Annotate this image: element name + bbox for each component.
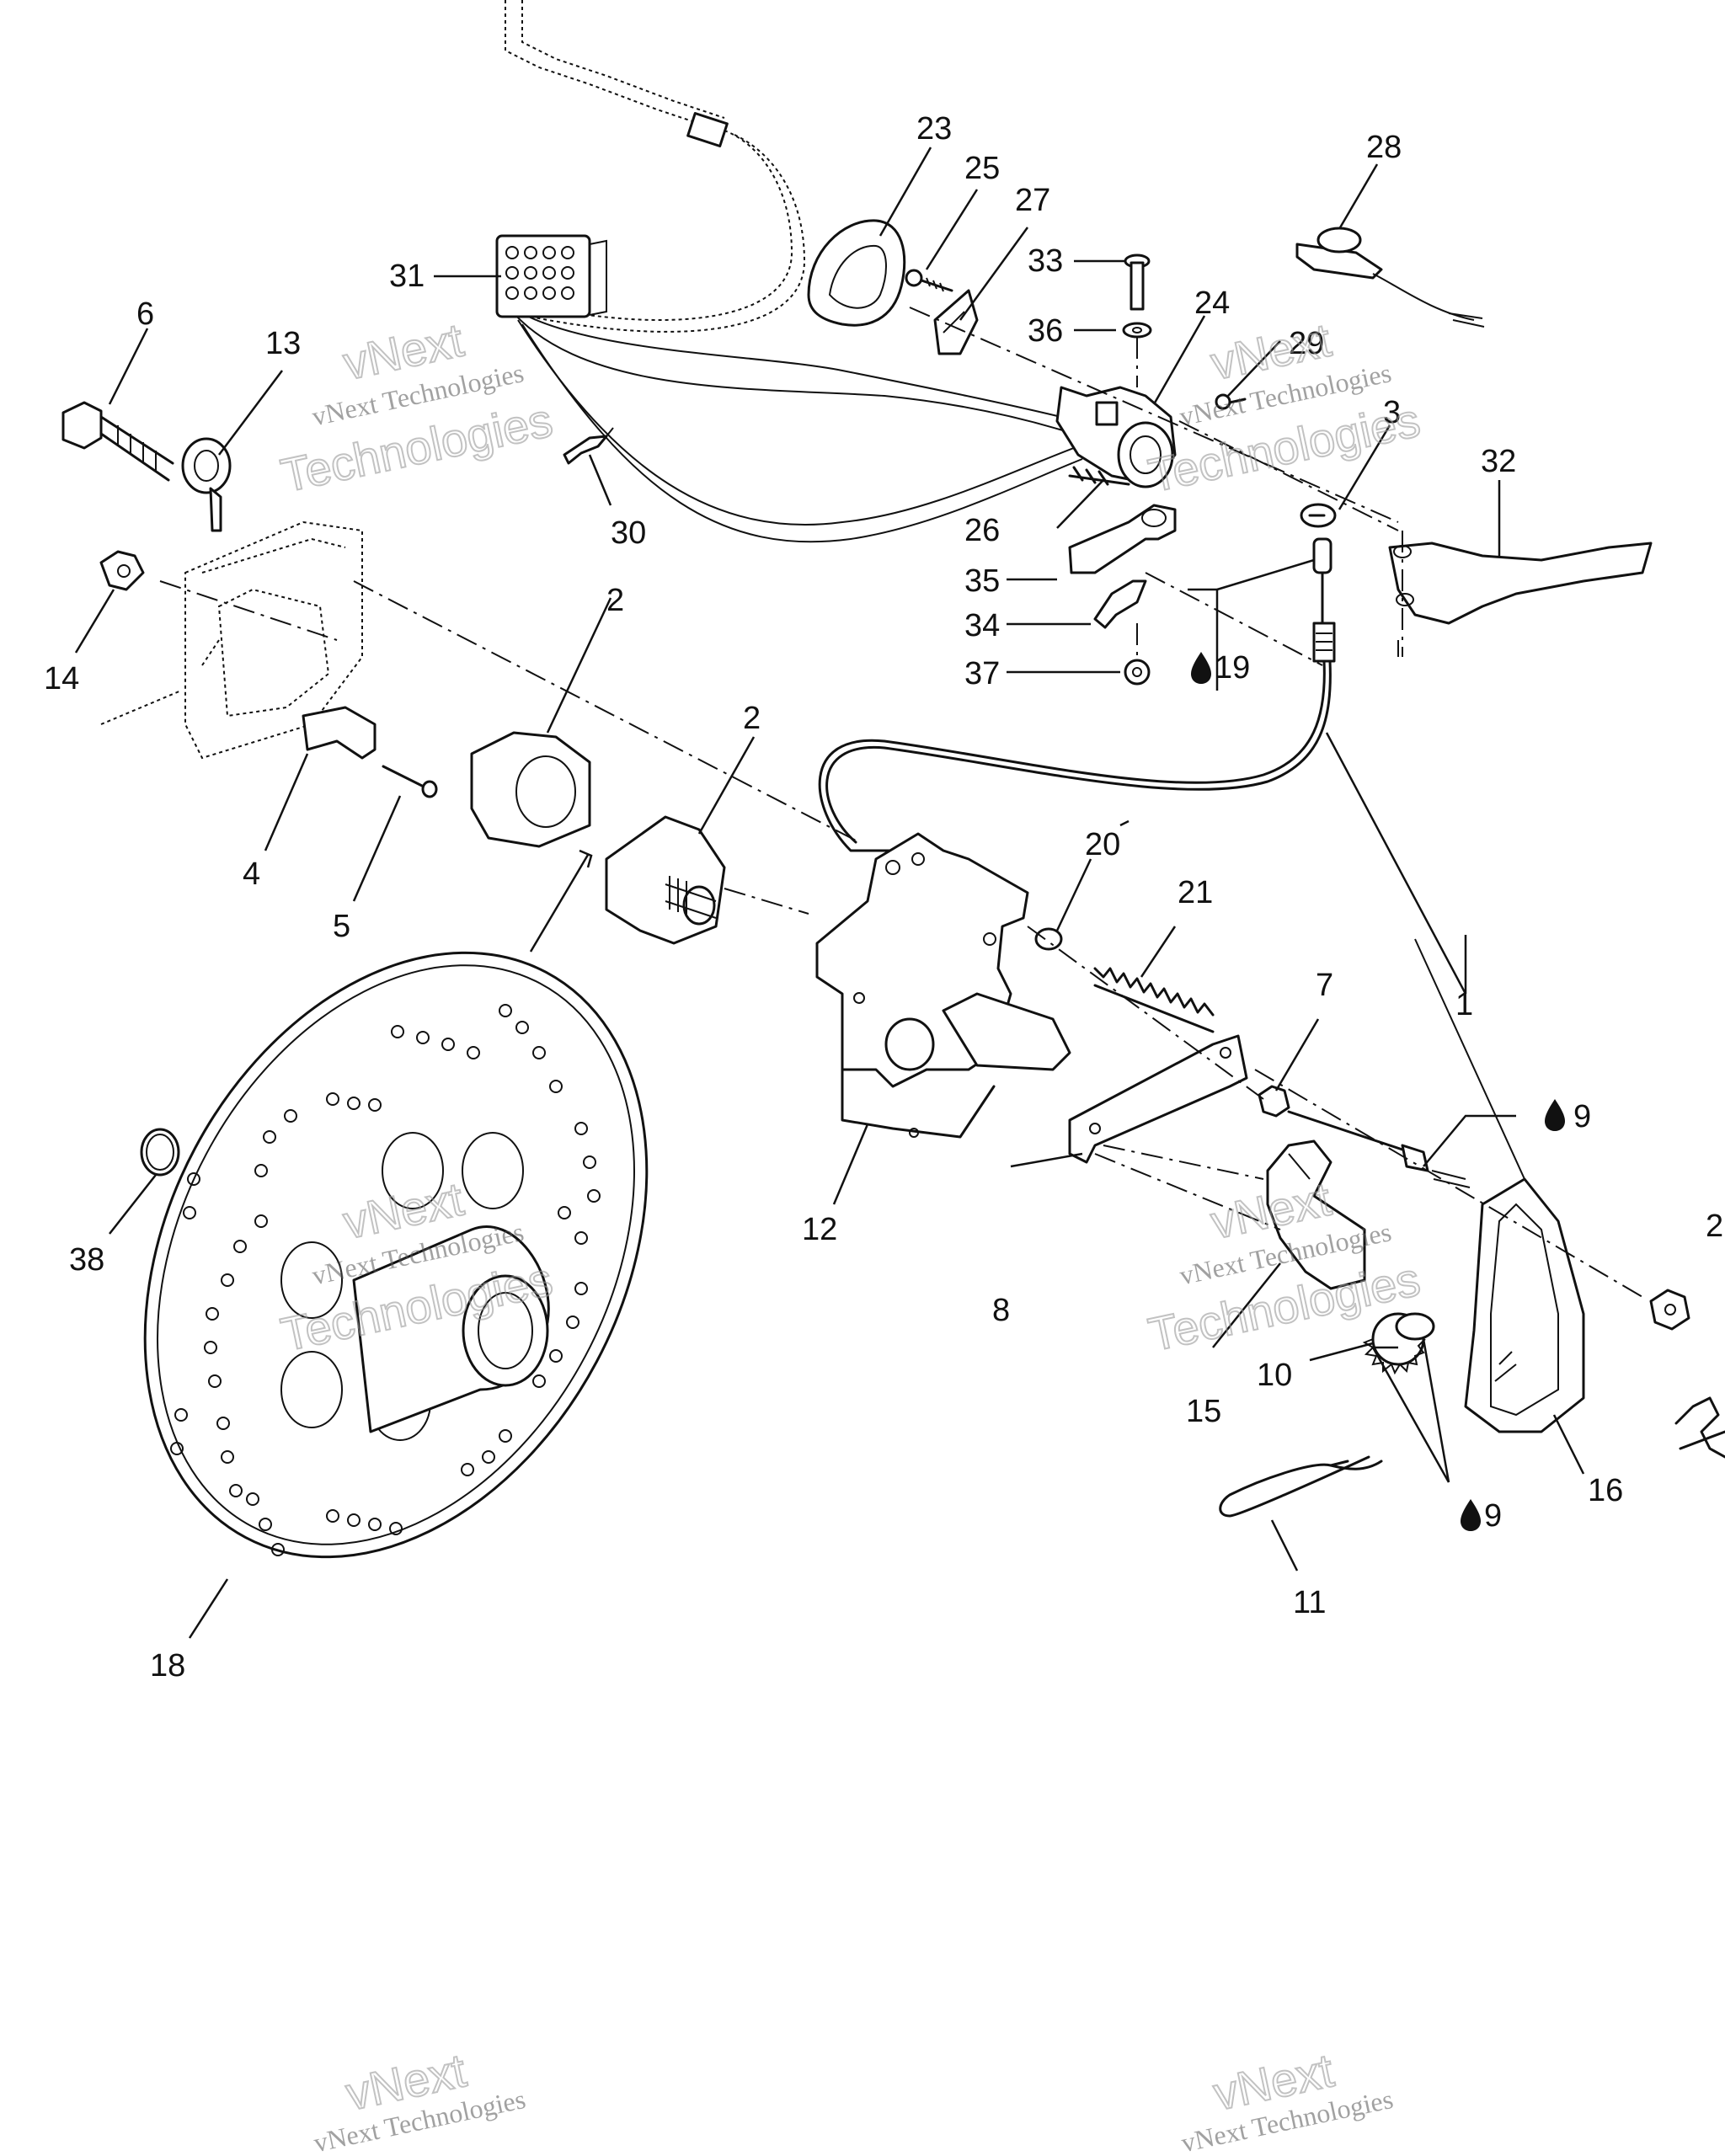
- partial-part-right: [1674, 1396, 1725, 1459]
- callout-36: 36: [1028, 313, 1063, 349]
- assembly-axis-lines: [159, 307, 1643, 1298]
- callout-20: 20: [1085, 827, 1120, 862]
- bolt-33: [1124, 253, 1151, 311]
- oil-drop-icon: [1461, 1499, 1481, 1531]
- watermark-bottom-right: vNext vNext Technologies: [1178, 2042, 1396, 2156]
- callout-16: 16: [1588, 1473, 1623, 1508]
- brake-disc-18: [143, 951, 649, 1559]
- pin-5: [382, 765, 438, 798]
- callout-5: 5: [333, 909, 350, 944]
- oil-drop-icon: [1191, 652, 1211, 684]
- callout-4: 4: [243, 857, 260, 892]
- caliper-12: [815, 832, 1071, 1139]
- bushing-2b: [605, 815, 726, 945]
- pin-26: [1068, 466, 1130, 486]
- callout-25: 25: [964, 151, 1000, 186]
- callout-2-mid: 2: [743, 701, 761, 736]
- callout-27: 27: [1015, 183, 1050, 218]
- spring-21: [1093, 967, 1215, 1033]
- watermark-top-left: vNext vNext Technologies Technologies: [275, 312, 558, 504]
- switch-housing-24: [1055, 386, 1177, 488]
- callout-31: 31: [389, 259, 425, 294]
- callout-33: 33: [1028, 243, 1063, 279]
- callout-35: 35: [964, 563, 1000, 599]
- callout-32: 32: [1481, 444, 1516, 479]
- screw-29: [1215, 393, 1247, 410]
- callout-30: 30: [611, 515, 646, 551]
- wiring-harness: [505, 0, 1087, 543]
- watermark-top-right: vNext vNext Technologies Technologies: [1143, 312, 1425, 504]
- connector-31: [495, 234, 607, 318]
- adjuster-rod: [1287, 1110, 1471, 1188]
- bracket-8: [1068, 1034, 1248, 1164]
- plate-27: [933, 289, 979, 355]
- callout-13: 13: [265, 326, 301, 361]
- callout-38: 38: [69, 1242, 104, 1278]
- lock-washer-37: [1124, 659, 1151, 686]
- lever-15: [1266, 1139, 1366, 1290]
- callout-9-lower: 9: [1484, 1498, 1502, 1534]
- callout-34: 34: [964, 608, 1000, 643]
- callout-28: 28: [1366, 130, 1402, 165]
- e-clip-20: [1034, 927, 1063, 951]
- bushing-13: [181, 437, 232, 532]
- o-ring-38: [140, 1128, 180, 1177]
- callout-2-right: 2: [1706, 1209, 1723, 1244]
- callout-23: 23: [916, 111, 952, 147]
- hairpin-clip-11: [1219, 1455, 1383, 1518]
- callout-3: 3: [1383, 395, 1401, 430]
- callout-37: 37: [964, 656, 1000, 691]
- clip-4: [302, 706, 377, 760]
- ratchet-10: [1362, 1312, 1435, 1375]
- bracket-16: [1464, 1177, 1585, 1433]
- lever-35: [1068, 504, 1177, 574]
- callout-10: 10: [1257, 1358, 1292, 1393]
- brake-cable-1: [818, 537, 1525, 1180]
- frame-bracket: [100, 520, 363, 760]
- callout-21: 21: [1178, 875, 1213, 910]
- grip-23: [807, 219, 906, 327]
- nut-14: [99, 550, 145, 591]
- callout-11: 11: [1293, 1585, 1326, 1620]
- screw-25: [905, 269, 953, 292]
- brake-lever-32: [1388, 531, 1653, 657]
- callout-12: 12: [802, 1212, 837, 1247]
- leader-lines: [74, 147, 1585, 1639]
- callout-6: 6: [136, 296, 154, 332]
- callout-9-upper: 9: [1573, 1099, 1591, 1134]
- nut-7: [1258, 1085, 1290, 1118]
- callout-18: 18: [150, 1648, 185, 1684]
- watermark-bottom-left: vNext vNext Technologies: [311, 2042, 528, 2156]
- callout-2-top: 2: [606, 583, 624, 618]
- clip-30: [563, 427, 614, 465]
- callout-14: 14: [44, 661, 79, 696]
- callout-1: 1: [1455, 987, 1473, 1022]
- bushing-2a: [470, 731, 591, 848]
- bolt-6: [61, 401, 174, 482]
- callout-29: 29: [1289, 326, 1324, 361]
- callout-19: 19: [1215, 650, 1250, 686]
- callout-15: 15: [1186, 1394, 1221, 1429]
- oil-drop-icon: [1545, 1099, 1565, 1131]
- callout-24: 24: [1194, 286, 1230, 321]
- washer-36: [1122, 322, 1152, 339]
- callout-8: 8: [992, 1293, 1010, 1328]
- callout-7: 7: [1316, 968, 1333, 1003]
- spring-34: [1093, 579, 1147, 629]
- e-clip-3: [1300, 503, 1337, 528]
- nut-right: [1649, 1289, 1690, 1331]
- callout-labels: 23 25 27 28 31 33 36 24 29 3 32 6 13 30 …: [44, 111, 1723, 1684]
- switch-28: [1295, 227, 1485, 328]
- callout-26: 26: [964, 513, 1000, 548]
